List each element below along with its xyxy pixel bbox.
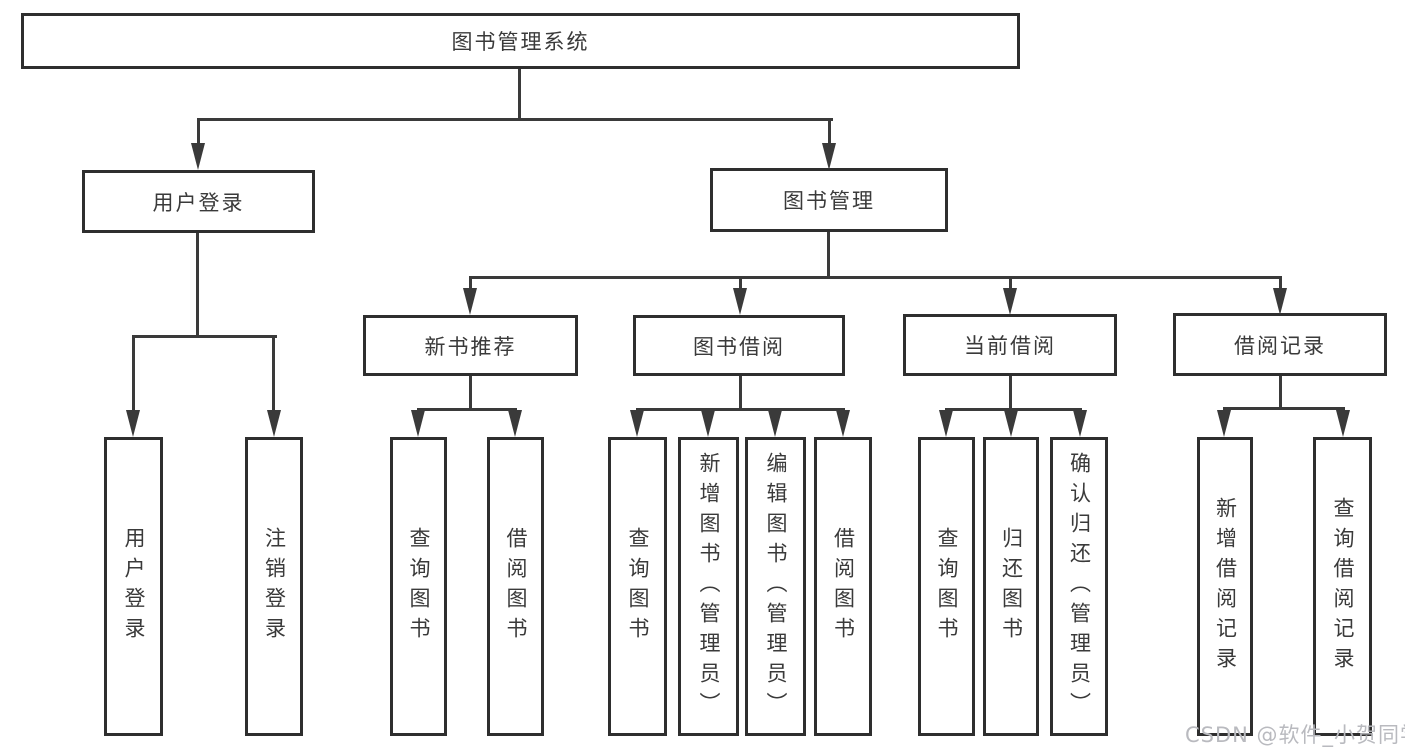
arrowhead-down-icon	[126, 410, 140, 437]
diagram-node-current-borrow: 当前借阅	[903, 314, 1117, 376]
arrowhead-down-icon	[1073, 410, 1087, 437]
diagram-node-borrow-records: 借阅记录	[1173, 313, 1387, 376]
diagram-node-nb-borrow: 借阅图书	[487, 437, 544, 736]
connector-line	[272, 335, 275, 415]
arrowhead-down-icon	[463, 288, 477, 315]
diagram-node-label: 新增借阅记录	[1213, 496, 1238, 677]
diagram-node-mgmt: 图书管理	[710, 168, 948, 232]
connector-line	[945, 408, 1082, 411]
connector-line	[197, 118, 833, 121]
connector-line	[1009, 376, 1012, 410]
diagram-node-label: 用户登录	[152, 190, 245, 215]
diagram-node-br-query: 查询借阅记录	[1313, 437, 1372, 736]
diagram-node-label: 借阅图书	[831, 526, 856, 647]
arrowhead-down-icon	[508, 410, 522, 437]
diagram-node-nb-query: 查询图书	[390, 437, 447, 736]
connector-line	[739, 276, 742, 293]
diagram-node-label: 确认归还（管理员）	[1067, 451, 1092, 722]
diagram-node-bb-add: 新增图书（管理员）	[678, 437, 739, 736]
connector-line	[636, 408, 845, 411]
connector-line	[1279, 276, 1282, 293]
connector-line	[417, 408, 517, 411]
diagram-node-label: 图书管理	[783, 189, 875, 213]
connector-line	[1223, 407, 1345, 410]
diagram-node-leaf-user-login: 用户登录	[104, 437, 163, 736]
diagram-node-label: 编辑图书（管理员）	[764, 451, 788, 722]
arrowhead-down-icon	[939, 410, 953, 437]
diagram-node-book-borrow: 图书借阅	[633, 315, 845, 376]
diagram-node-label: 图书借阅	[693, 334, 785, 359]
arrowhead-down-icon	[630, 410, 644, 437]
connector-line	[518, 69, 521, 121]
arrowhead-down-icon	[1217, 410, 1231, 437]
arrowhead-down-icon	[411, 410, 425, 437]
diagram-node-label: 注销登录	[262, 526, 287, 647]
connector-line	[196, 233, 199, 337]
connector-line	[469, 376, 472, 410]
arrowhead-down-icon	[267, 410, 281, 437]
connector-line	[132, 335, 135, 415]
diagram-node-label: 图书管理系统	[451, 30, 590, 54]
diagram-node-new-books: 新书推荐	[363, 315, 578, 376]
diagram-node-label: 归还图书	[999, 526, 1024, 647]
diagram-node-label: 查询图书	[407, 526, 431, 647]
diagram-node-bb-edit: 编辑图书（管理员）	[745, 437, 806, 736]
diagram-node-label: 借阅记录	[1234, 333, 1326, 358]
diagram-node-cb-return: 归还图书	[983, 437, 1039, 736]
arrowhead-down-icon	[822, 143, 836, 170]
arrowhead-down-icon	[191, 143, 205, 170]
arrowhead-down-icon	[701, 410, 715, 437]
arrowhead-down-icon	[1336, 410, 1350, 437]
connector-line	[469, 276, 472, 293]
arrowhead-down-icon	[733, 288, 747, 315]
connector-line	[132, 335, 277, 338]
connector-line	[1009, 276, 1012, 293]
diagram-node-bb-query: 查询图书	[608, 437, 667, 736]
diagram-node-label: 新增图书（管理员）	[697, 451, 721, 722]
diagram-node-label: 新书推荐	[424, 334, 517, 359]
diagram-node-cb-query: 查询图书	[918, 437, 975, 736]
arrowhead-down-icon	[1273, 288, 1287, 315]
arrowhead-down-icon	[1004, 410, 1018, 437]
diagram-node-bb-borrow: 借阅图书	[814, 437, 872, 736]
diagram-node-br-add: 新增借阅记录	[1197, 437, 1253, 736]
diagram-node-label: 当前借阅	[964, 334, 1056, 358]
diagram-node-leaf-logout: 注销登录	[245, 437, 303, 736]
diagram-node-label: 借阅图书	[504, 526, 528, 647]
connector-line	[828, 118, 831, 148]
connector-line	[197, 118, 200, 148]
connector-line	[827, 232, 830, 279]
arrowhead-down-icon	[1003, 288, 1017, 315]
diagram-node-login: 用户登录	[82, 170, 315, 233]
diagram-node-label: 查询图书	[935, 526, 959, 647]
diagram-node-label: 用户登录	[122, 526, 146, 647]
arrowhead-down-icon	[836, 410, 850, 437]
watermark: CSDN @软件_小贺同学	[1185, 723, 1405, 747]
diagram-node-cb-confirm: 确认归还（管理员）	[1050, 437, 1108, 736]
diagram-node-label: 查询图书	[626, 526, 650, 647]
connector-line	[739, 376, 742, 410]
connector-line	[1279, 376, 1282, 409]
diagram-node-label: 查询借阅记录	[1331, 496, 1355, 677]
arrowhead-down-icon	[768, 410, 782, 437]
connector-line	[469, 276, 1282, 279]
diagram-node-root: 图书管理系统	[21, 13, 1020, 69]
